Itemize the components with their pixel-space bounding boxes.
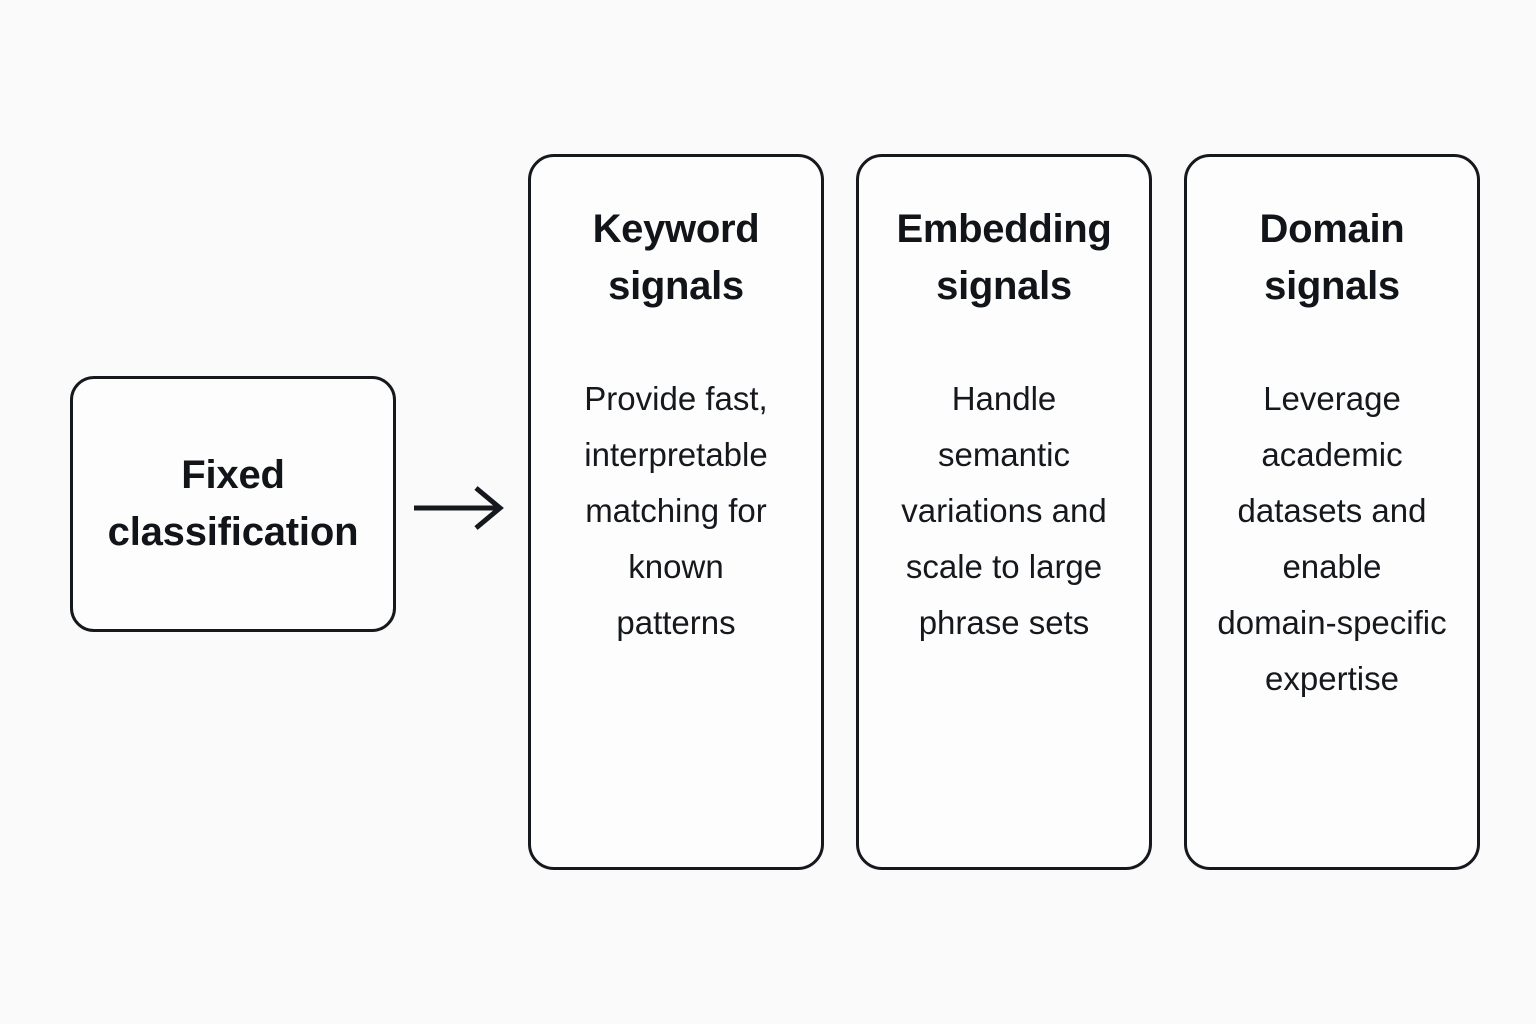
arrow-right-icon	[410, 480, 510, 536]
node-fixed-classification-label: Fixed classification	[107, 453, 359, 554]
card-domain-signals-body: Leverage academic datasets and enable do…	[1217, 379, 1447, 698]
card-domain-signals-title: Domain signals	[1259, 207, 1405, 308]
card-domain-signals[interactable]: Domain signals Leverage academic dataset…	[1184, 154, 1480, 870]
node-fixed-classification[interactable]: Fixed classification	[70, 376, 396, 632]
card-embedding-signals-title: Embedding signals	[896, 207, 1112, 308]
card-embedding-signals[interactable]: Embedding signals Handle semantic variat…	[856, 154, 1152, 870]
card-keyword-signals-body: Provide fast, interpretable matching for…	[584, 379, 768, 641]
card-keyword-signals[interactable]: Keyword signals Provide fast, interpreta…	[528, 154, 824, 870]
card-embedding-signals-body: Handle semantic variations and scale to …	[901, 379, 1107, 641]
card-keyword-signals-title: Keyword signals	[592, 207, 760, 308]
signal-cards-row: Keyword signals Provide fast, interpreta…	[528, 154, 1480, 870]
